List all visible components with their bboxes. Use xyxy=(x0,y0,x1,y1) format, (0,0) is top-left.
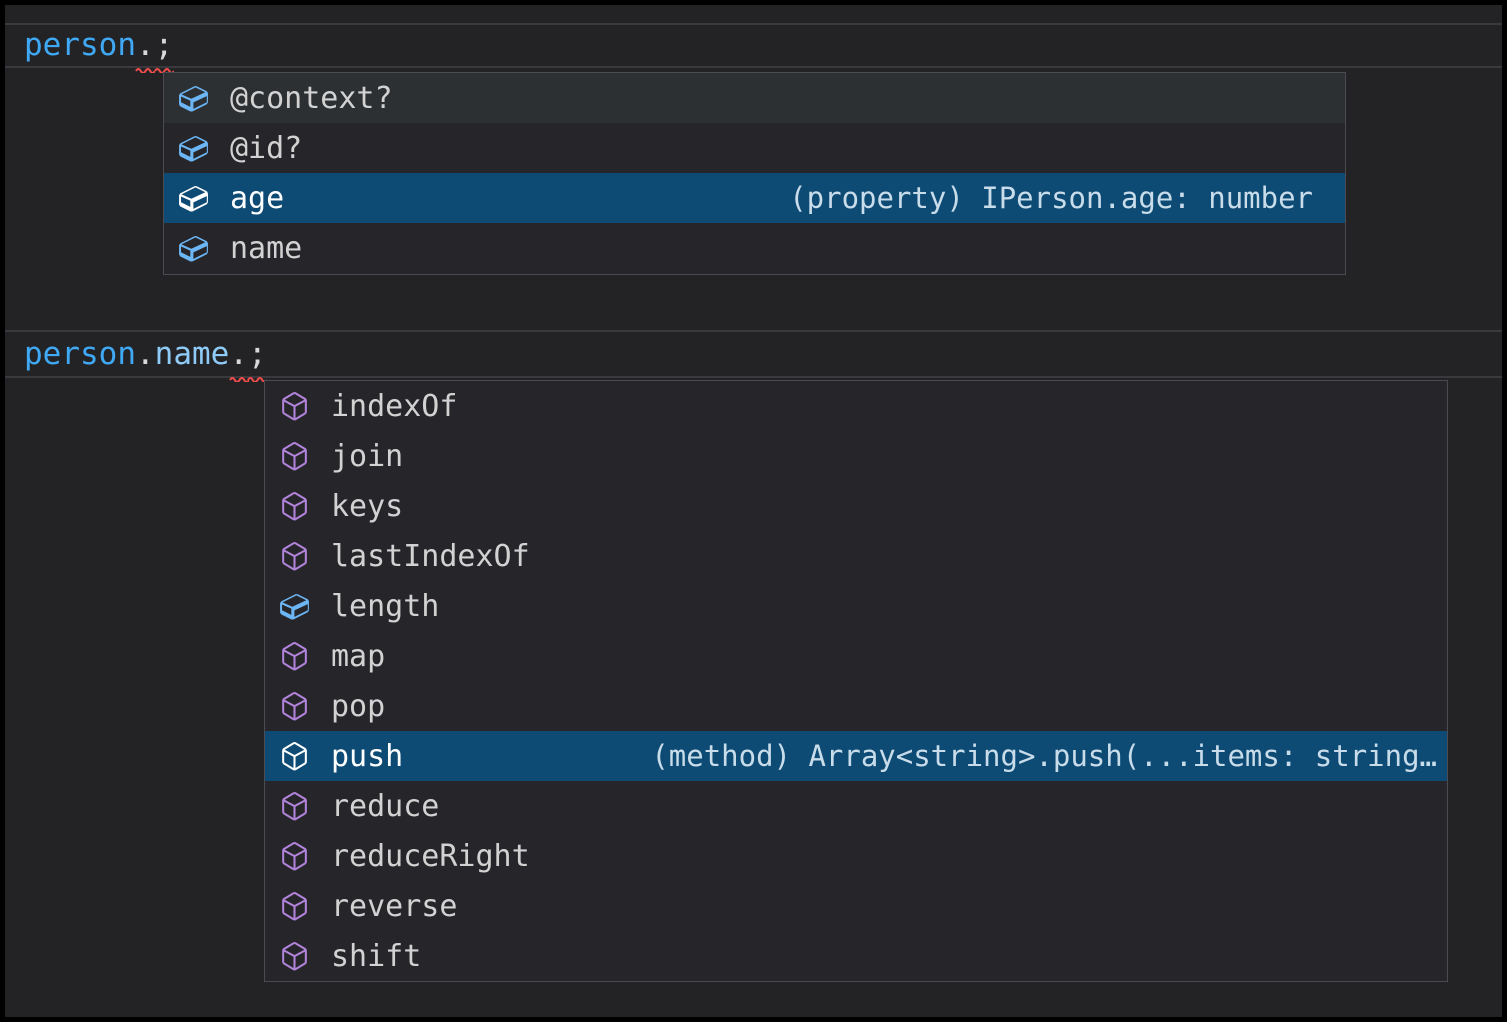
suggest-item-label: push xyxy=(331,738,404,774)
suggest-item-context[interactable]: @context? xyxy=(164,73,1345,123)
symbol-method-icon xyxy=(278,790,311,823)
suggest-item-detail: (method) Array<string>.push(...items: st… xyxy=(651,739,1437,773)
suggest-item-reduce[interactable]: reduce xyxy=(265,781,1447,831)
code-line-2[interactable]: person.name.; xyxy=(5,330,1502,378)
suggest-item-push[interactable]: push (method) Array<string>.push(...item… xyxy=(265,731,1447,781)
suggest-item-label: name xyxy=(230,230,303,266)
token-dot: . xyxy=(136,25,155,66)
suggest-item-detail: (property) IPerson.age: number xyxy=(789,181,1313,215)
suggest-item-shift[interactable]: shift xyxy=(265,931,1447,981)
token-semicolon: ; xyxy=(155,25,174,66)
error-squiggle-icon xyxy=(229,375,249,382)
symbol-method-icon xyxy=(278,490,311,523)
symbol-method-icon xyxy=(278,940,311,973)
symbol-method-icon xyxy=(278,540,311,573)
symbol-method-icon xyxy=(278,840,311,873)
symbol-method-icon xyxy=(278,640,311,673)
suggest-item-lastindexof[interactable]: lastIndexOf xyxy=(265,531,1447,581)
token-property-name: name xyxy=(154,335,230,372)
suggest-item-label: reverse xyxy=(331,888,458,924)
suggest-item-age[interactable]: age (property) IPerson.age: number xyxy=(164,173,1345,223)
suggest-item-label: age xyxy=(230,180,285,216)
token-semicolon: ; xyxy=(248,334,267,375)
suggest-item-pop[interactable]: pop xyxy=(265,681,1447,731)
suggest-item-label: lastIndexOf xyxy=(331,538,530,574)
suggest-item-label: pop xyxy=(331,688,386,724)
suggest-item-label: @id? xyxy=(230,130,303,166)
suggest-item-reduceright[interactable]: reduceRight xyxy=(265,831,1447,881)
suggest-item-id[interactable]: @id? xyxy=(164,123,1345,173)
error-squiggle-icon xyxy=(135,66,155,73)
symbol-method-icon xyxy=(278,690,311,723)
suggest-item-label: reduce xyxy=(331,788,440,824)
symbol-method-icon xyxy=(278,740,311,773)
symbol-field-icon xyxy=(177,132,210,165)
suggest-item-keys[interactable]: keys xyxy=(265,481,1447,531)
suggest-item-label: join xyxy=(331,438,404,474)
suggest-item-indexof[interactable]: indexOf xyxy=(265,381,1447,431)
suggest-item-label: indexOf xyxy=(331,388,458,424)
suggest-item-label: length xyxy=(331,588,440,624)
suggest-item-reverse[interactable]: reverse xyxy=(265,881,1447,931)
suggest-widget-person: @context? @id? age (property) IPerson.ag… xyxy=(163,72,1346,275)
code-line-1[interactable]: person.; xyxy=(5,23,1502,68)
symbol-method-icon xyxy=(278,440,311,473)
suggest-item-map[interactable]: map xyxy=(265,631,1447,681)
suggest-item-name[interactable]: name xyxy=(164,223,1345,273)
token-dot: . xyxy=(135,335,155,372)
symbol-field-icon xyxy=(177,182,210,215)
token-variable-person: person xyxy=(24,27,136,63)
suggest-item-length[interactable]: length xyxy=(265,581,1447,631)
token-dot: . xyxy=(229,334,248,375)
symbol-field-icon xyxy=(177,82,210,115)
symbol-method-icon xyxy=(278,390,311,423)
symbol-method-icon xyxy=(278,890,311,923)
suggest-item-label: shift xyxy=(331,938,422,974)
symbol-field-icon xyxy=(177,232,210,265)
suggest-item-label: map xyxy=(331,638,386,674)
symbol-field-icon xyxy=(278,590,311,623)
suggest-widget-string: indexOf join keys lastIndexOf length map… xyxy=(264,380,1448,982)
suggest-item-label: @context? xyxy=(230,80,393,116)
suggest-item-label: keys xyxy=(331,488,404,524)
token-variable-person: person xyxy=(24,335,136,372)
suggest-item-label: reduceRight xyxy=(331,838,530,874)
suggest-item-join[interactable]: join xyxy=(265,431,1447,481)
